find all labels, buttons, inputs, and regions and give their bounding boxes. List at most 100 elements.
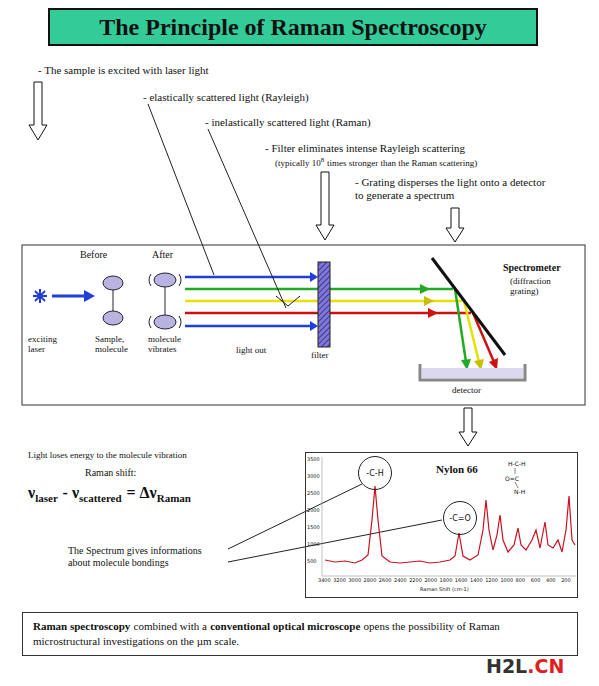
title-box: The Principle of Raman Spectroscopy <box>48 8 538 46</box>
formula-part: ν <box>28 484 35 501</box>
molecule-bonds <box>515 468 516 474</box>
molecule <box>103 276 123 290</box>
plot-axes <box>322 457 576 576</box>
axis-tick: 2400 <box>394 578 407 584</box>
molecule-label: H-C-H <box>508 461 526 468</box>
molecule <box>113 290 114 311</box>
axis-tick: 2000 <box>307 508 320 514</box>
laser-star <box>35 291 45 301</box>
label: molecule vibrates <box>148 334 198 355</box>
molecule-label: O=C <box>505 476 519 483</box>
axis-tick: 3000 <box>348 578 361 584</box>
detector <box>420 364 525 380</box>
axis-tick: 2600 <box>379 578 392 584</box>
label: light out <box>236 345 266 355</box>
molecule <box>154 315 176 329</box>
label: (diffraction grating) <box>510 276 568 297</box>
axis-tick: 3500 <box>307 457 320 463</box>
leader-line <box>208 129 286 308</box>
filter <box>318 262 330 347</box>
watermark-text: .CN <box>527 655 564 677</box>
axis-tick: 3400 <box>318 578 331 584</box>
axis-tick: 1800 <box>440 578 453 584</box>
plot-axes <box>322 576 576 577</box>
label: - The sample is excited with laser light <box>38 64 209 77</box>
laser-star <box>33 289 47 303</box>
arrowhead <box>428 308 438 318</box>
spectrum-line <box>325 486 575 563</box>
caption-node: Raman spectroscopycombined with aconvent… <box>22 612 578 656</box>
laser-arrow <box>52 290 95 302</box>
axis-tick: 1400 <box>470 578 483 584</box>
laser-arrow <box>52 295 84 298</box>
molecule <box>154 273 176 287</box>
axis-tick: 400 <box>546 578 556 584</box>
formula-part: = Δν <box>126 484 156 501</box>
leader-line <box>276 296 300 306</box>
hollow-arrow <box>459 408 477 446</box>
axis-tick: 2500 <box>307 491 320 497</box>
axis-tick: 800 <box>516 578 526 584</box>
axis-tick: 200 <box>561 578 571 584</box>
label: - elastically scattered light (Rayleigh) <box>143 91 309 104</box>
bond-callout: -C-H <box>366 469 383 478</box>
circle-node: -C-H <box>358 456 392 490</box>
molecule-bonds <box>515 482 518 488</box>
label: Spectrometer <box>503 262 561 274</box>
formula-part: Raman <box>157 492 191 504</box>
molecule <box>165 287 166 315</box>
label: The Spectrum gives informations about mo… <box>68 545 223 568</box>
label: detector <box>452 385 481 395</box>
leader-line <box>228 520 442 562</box>
label: After <box>152 249 173 261</box>
diffraction-grating <box>432 258 505 355</box>
label: Sample, molecule <box>95 334 140 355</box>
apparatus-panel <box>22 245 585 405</box>
formula: νlaser- νscattered= ΔνRaman <box>28 484 191 504</box>
formula-part: - ν <box>63 484 79 501</box>
axis-tick: 2000 <box>424 578 437 584</box>
formula-part: laser <box>35 492 58 504</box>
plot-axes <box>322 457 323 576</box>
axis-tick: 2800 <box>364 578 377 584</box>
axis-tick: 1500 <box>307 525 320 531</box>
title-text: The Principle of Raman Spectroscopy <box>99 14 487 41</box>
bond-callout: -C=O <box>449 514 470 523</box>
molecule <box>103 273 181 329</box>
light-rays <box>185 277 494 362</box>
chart-title: Nylon 66 <box>436 463 478 475</box>
molecule <box>149 274 181 328</box>
watermark-text: H2L <box>486 655 527 677</box>
axis-tick: 2200 <box>409 578 422 584</box>
laser-arrow <box>84 290 95 302</box>
laser-star <box>35 291 45 301</box>
molecule <box>103 311 123 325</box>
leader-line <box>148 104 214 275</box>
light-rays <box>185 276 316 279</box>
axis-tick: 500 <box>307 559 317 565</box>
note-line: (typically 108times stronger than the Ra… <box>275 156 477 168</box>
hollow-arrow <box>446 208 464 242</box>
detector <box>422 368 523 378</box>
hollow-arrow <box>29 82 47 140</box>
note-text: times stronger than the Raman scattering… <box>327 158 477 168</box>
label: exciting laser <box>28 334 70 355</box>
molecule-label: N-H <box>514 489 525 496</box>
axis-tick: Raman Shift (cm-1) <box>420 587 469 593</box>
detector <box>420 364 525 380</box>
arrowhead <box>310 272 318 282</box>
light-rays <box>185 325 316 328</box>
label: - Filter eliminates intense Rayleigh sca… <box>265 142 465 155</box>
arrowhead <box>310 272 498 370</box>
caption-text: conventional optical microscope <box>210 620 360 632</box>
arrowhead <box>424 296 434 306</box>
hollow-arrow <box>316 172 334 240</box>
arrowhead <box>310 321 318 331</box>
axis-tick: 1000 <box>500 578 513 584</box>
label: filter <box>311 350 329 360</box>
axis-tick: 1000 <box>307 542 320 548</box>
note-text: (typically 10 <box>275 158 321 168</box>
circle-node: -C=O <box>443 501 477 535</box>
axis-tick: 600 <box>531 578 541 584</box>
label: Before <box>80 249 107 261</box>
